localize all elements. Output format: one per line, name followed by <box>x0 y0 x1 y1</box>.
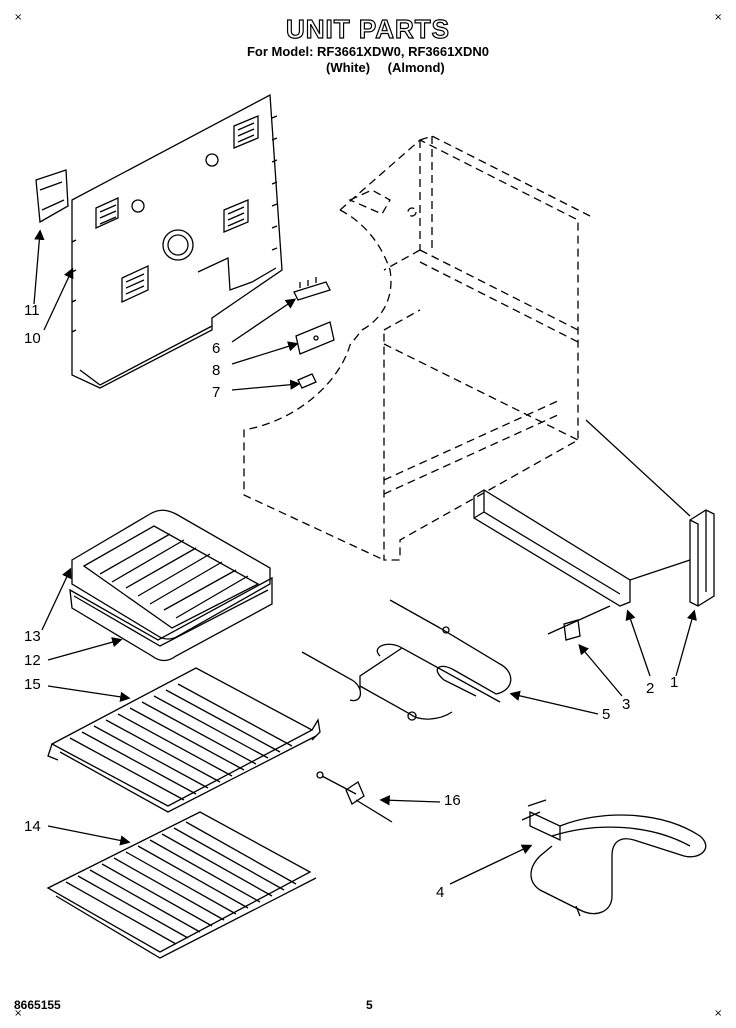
callout-7: 7 <box>212 384 221 401</box>
callout-16: 16 <box>444 792 461 809</box>
callout-leaders <box>33 229 697 885</box>
callout-13: 13 <box>24 628 41 645</box>
corner-mark-bottom-right: × <box>714 1008 723 1019</box>
part-11-bracket <box>35 169 69 224</box>
part-16-sensor <box>316 771 393 823</box>
part-8-bracket <box>295 321 335 355</box>
document-code: 8665155 <box>14 998 61 1012</box>
callout-5: 5 <box>602 706 611 723</box>
callout-15: 15 <box>24 676 41 693</box>
variant-almond: (Almond) <box>387 60 445 75</box>
model-line: For Model: RF3661XDW0, RF3661XDN0 <box>246 44 489 59</box>
range-cabinet-outline <box>243 135 591 561</box>
callout-3: 3 <box>622 696 631 713</box>
page-number: 5 <box>366 998 373 1012</box>
callout-4: 4 <box>436 884 445 901</box>
part-6-terminal-block <box>293 277 331 301</box>
part-10-back-panel <box>71 93 283 389</box>
part-4-broil-element <box>521 799 707 917</box>
part-1-side-bracket <box>689 509 715 607</box>
callout-11: 11 <box>24 302 40 319</box>
variant-white: (White) <box>326 60 371 75</box>
callout-12: 12 <box>24 652 41 669</box>
corner-mark-bottom-left: × <box>14 1008 23 1019</box>
part-12-broil-pan <box>69 576 273 662</box>
part-13-broil-grid <box>71 509 271 640</box>
corner-mark-top-left: × <box>14 12 23 23</box>
callout-6: 6 <box>212 340 221 357</box>
callout-10: 10 <box>24 330 41 347</box>
part-2-rail <box>473 489 631 607</box>
corner-mark-top-right: × <box>714 12 723 23</box>
page-title: UNIT PARTS <box>285 13 451 44</box>
callout-14: 14 <box>24 818 41 835</box>
part-14-oven-rack <box>46 811 317 959</box>
part-3-clip <box>547 605 611 641</box>
leader-dashed-1 <box>629 559 691 581</box>
callout-1: 1 <box>670 674 679 691</box>
color-variants: (White) (Almond) <box>326 60 459 75</box>
callout-2: 2 <box>646 680 655 697</box>
leader-line-1 <box>585 419 691 517</box>
part-5-bake-element <box>301 599 512 721</box>
callout-8: 8 <box>212 362 221 379</box>
part-7-clip <box>297 373 317 389</box>
part-15-oven-rack <box>47 667 321 813</box>
